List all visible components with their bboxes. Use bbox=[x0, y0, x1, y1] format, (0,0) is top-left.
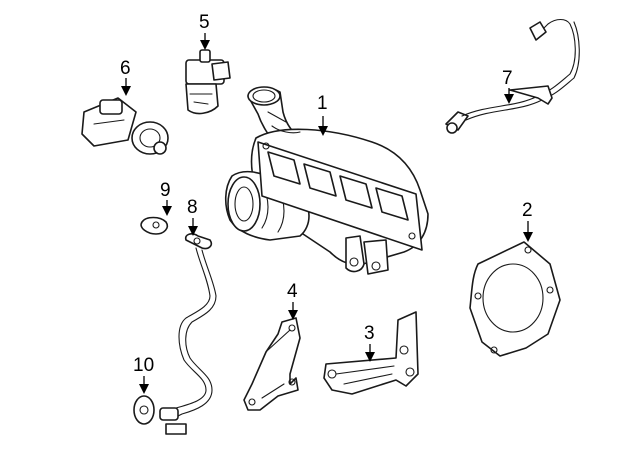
callout-6: 6 bbox=[120, 58, 131, 79]
gasket-part[interactable] bbox=[133, 395, 155, 425]
callout-7: 7 bbox=[502, 68, 513, 89]
callout-9: 9 bbox=[160, 180, 171, 201]
gasket-small-part[interactable] bbox=[140, 216, 169, 235]
callout-8: 8 bbox=[187, 197, 198, 218]
diverter-valve-part[interactable] bbox=[81, 97, 169, 155]
callout-4: 4 bbox=[287, 281, 298, 302]
heat-shield-part[interactable] bbox=[243, 317, 301, 411]
callout-3: 3 bbox=[364, 323, 375, 344]
oxygen-sensor-part[interactable] bbox=[445, 18, 580, 134]
pressure-converter-valve-part[interactable] bbox=[185, 49, 231, 115]
callout-10: 10 bbox=[133, 355, 154, 376]
support-bracket-part[interactable] bbox=[323, 311, 419, 395]
callout-2: 2 bbox=[522, 200, 533, 221]
flange-gasket-part[interactable] bbox=[469, 241, 561, 357]
callout-5: 5 bbox=[199, 12, 210, 33]
oil-feed-line-part[interactable] bbox=[159, 233, 217, 435]
callout-1: 1 bbox=[317, 93, 328, 114]
turbocharger-manifold-part[interactable] bbox=[224, 86, 429, 275]
